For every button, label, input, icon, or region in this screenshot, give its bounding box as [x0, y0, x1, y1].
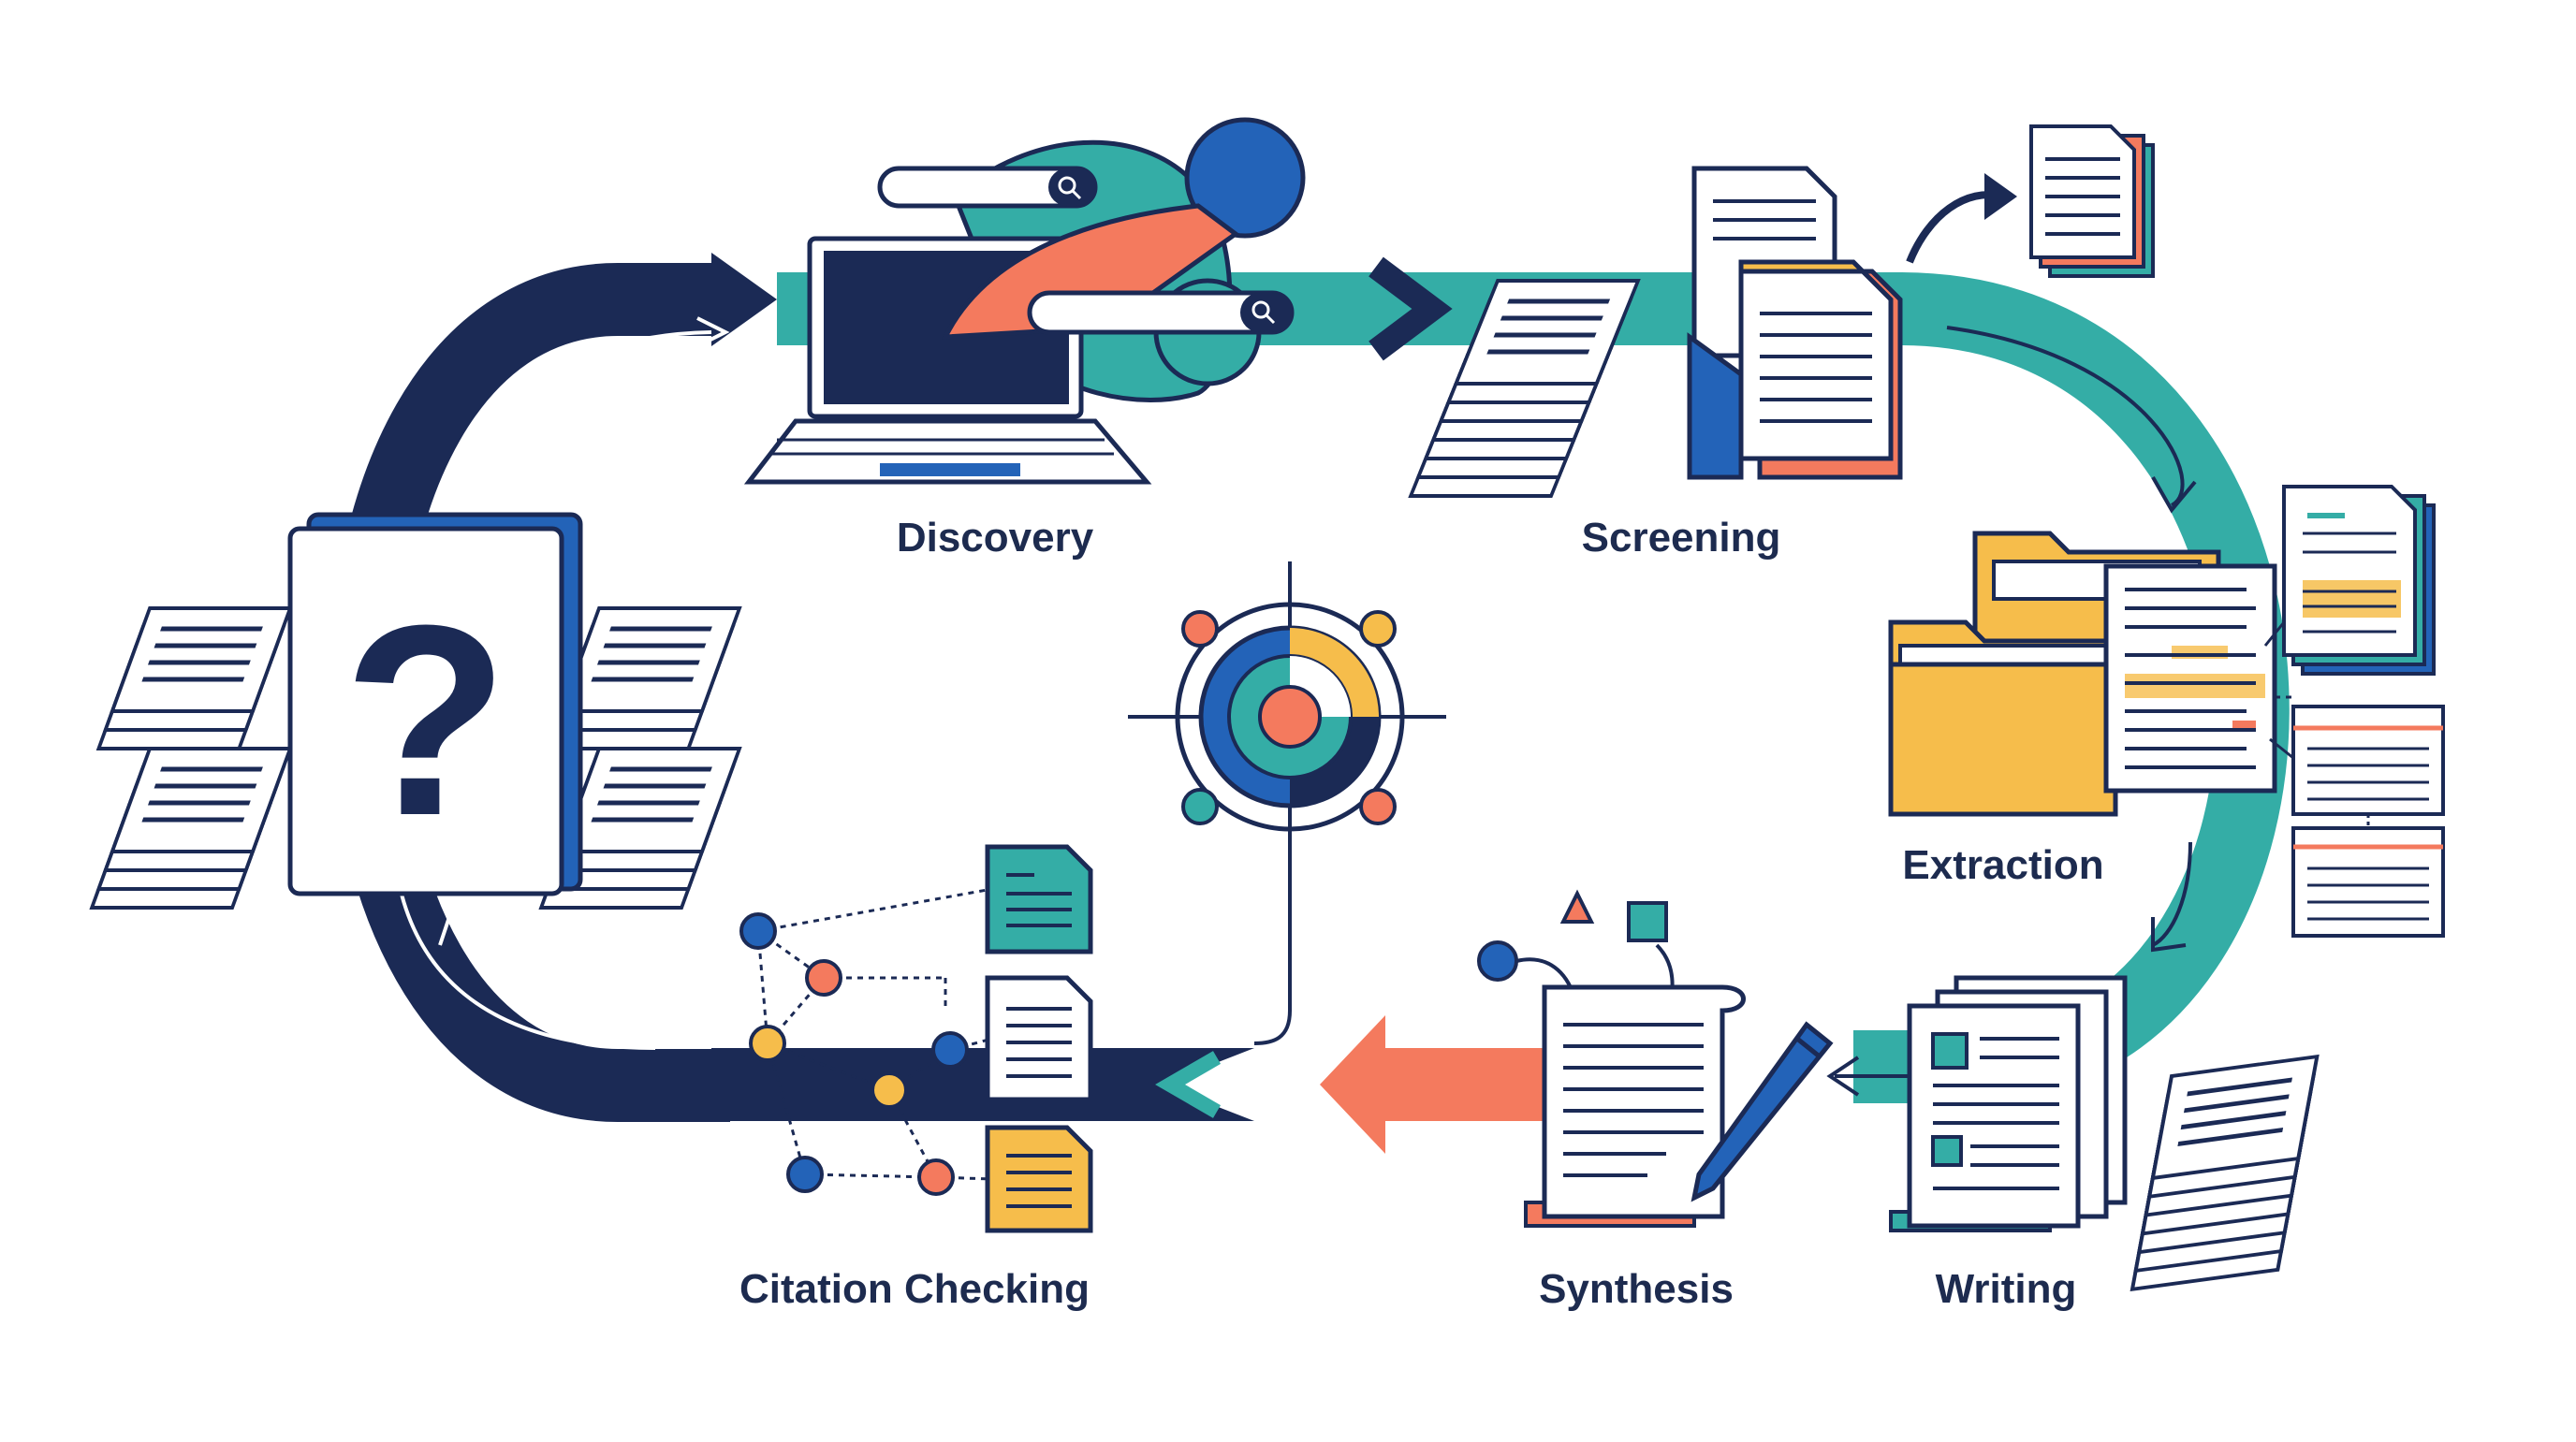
citation-document-teal	[985, 844, 1093, 954]
citation-document-white	[985, 975, 1093, 1102]
selected-document-icon	[2029, 124, 2155, 278]
writing-documents-icon	[1889, 975, 2317, 1289]
stage-label-synthesis: Synthesis	[1539, 1266, 1734, 1312]
synthesis-scroll-icon	[1477, 889, 1834, 1228]
pen-icon	[1690, 1021, 1834, 1202]
search-bar-icon	[877, 166, 1098, 209]
screening-documents-icon	[1411, 124, 2155, 496]
highlighted-document-icon	[2103, 485, 2436, 794]
laptop-search-icon	[743, 117, 1306, 485]
paper-stack-icon	[92, 608, 290, 908]
target-icon	[1128, 561, 1446, 1045]
synthesis-arrow	[1320, 1015, 1554, 1154]
table-card-icon	[2291, 705, 2445, 938]
question-mark: ?	[343, 569, 508, 872]
stage-label-writing: Writing	[1935, 1266, 2077, 1312]
stage-label-citation-checking: Citation Checking	[739, 1266, 1090, 1312]
question-document-icon: ?	[92, 512, 739, 908]
search-bar-icon	[1027, 290, 1295, 335]
stage-label-discovery: Discovery	[896, 515, 1094, 561]
stage-label-extraction: Extraction	[1902, 842, 2104, 888]
stage-label-screening: Screening	[1581, 515, 1781, 561]
paper-stack-icon	[2132, 1056, 2317, 1289]
citation-network-icon	[739, 844, 1093, 1233]
citation-document-yellow	[985, 1125, 1093, 1233]
